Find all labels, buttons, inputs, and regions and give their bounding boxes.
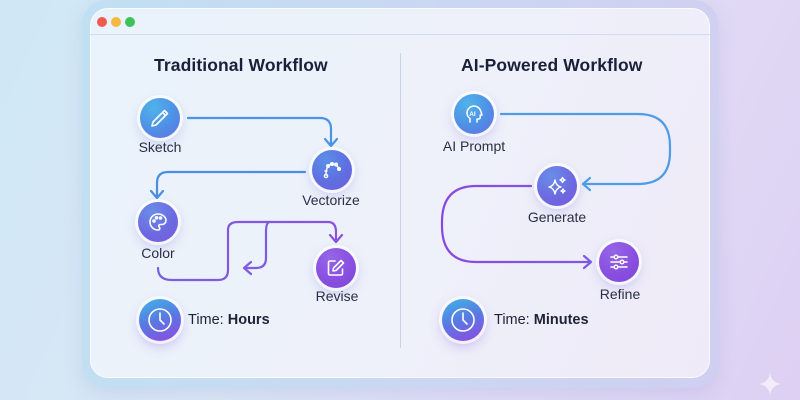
sketch-label: Sketch xyxy=(138,139,182,155)
time-value: Minutes xyxy=(533,312,589,328)
color-label: Color xyxy=(141,245,175,261)
clock-icon xyxy=(148,308,172,332)
traditional-time-label: Time: Hours xyxy=(188,312,270,328)
time-value: Hours xyxy=(227,312,270,328)
palette-icon xyxy=(149,213,167,231)
ai-head-icon: AI xyxy=(466,105,483,123)
vectorize-label: Vectorize xyxy=(302,192,360,208)
bezier-curve-icon xyxy=(323,161,342,179)
minimize-button[interactable] xyxy=(111,17,121,27)
vectorize-node[interactable] xyxy=(312,150,352,190)
ai-title: AI-Powered Workflow xyxy=(461,55,643,75)
maximize-button[interactable] xyxy=(125,17,135,27)
traditional-title: Traditional Workflow xyxy=(154,55,328,75)
revise-label: Revise xyxy=(315,288,359,304)
pencil-icon xyxy=(151,109,169,127)
edit-icon xyxy=(327,259,345,276)
ai-prompt-node[interactable]: AI xyxy=(454,94,494,134)
refine-node[interactable] xyxy=(599,242,639,282)
sketch-node[interactable] xyxy=(140,98,180,138)
clock-icon xyxy=(451,308,475,332)
time-prefix: Time: xyxy=(188,312,224,328)
title-bar xyxy=(90,8,710,35)
sliders-icon xyxy=(610,254,628,270)
generate-label: Generate xyxy=(527,209,587,225)
ai-time-label: Time: Minutes xyxy=(494,312,589,328)
panel-divider xyxy=(400,53,401,348)
svg-text:AI: AI xyxy=(469,111,476,118)
refine-label: Refine xyxy=(599,286,641,302)
ai-prompt-label: AI Prompt xyxy=(442,138,506,154)
sparkle-decoration-icon xyxy=(759,373,781,395)
revise-node[interactable] xyxy=(316,248,356,288)
color-node[interactable] xyxy=(138,202,178,242)
traditional-time-badge xyxy=(139,299,181,341)
sparkles-icon xyxy=(548,176,566,195)
ai-time-badge xyxy=(442,299,484,341)
close-button[interactable] xyxy=(97,17,107,27)
time-prefix: Time: xyxy=(494,312,530,328)
generate-node[interactable] xyxy=(537,166,577,206)
